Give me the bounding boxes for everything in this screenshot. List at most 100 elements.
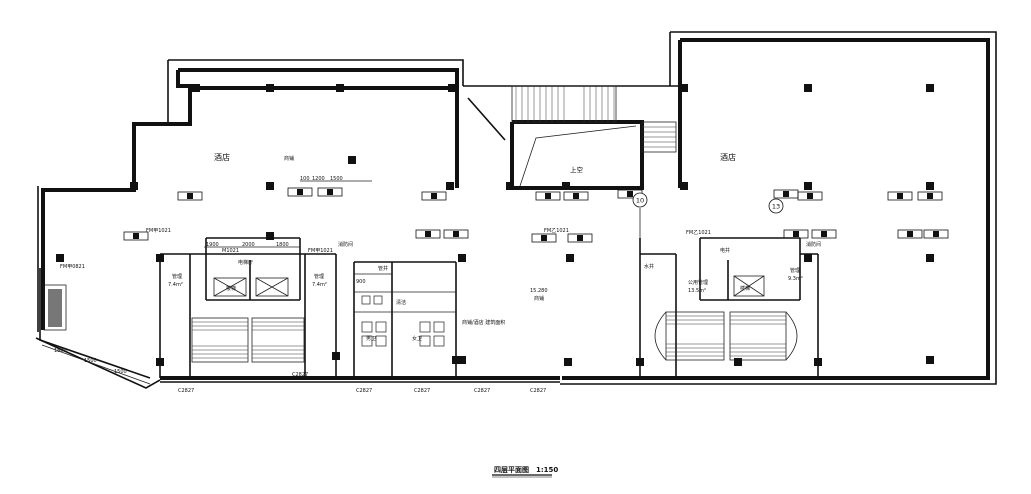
- stair-left-a: [191, 317, 249, 363]
- room-label-elec: 电井: [720, 247, 730, 254]
- room-area-public-mgmt: 13.5m²: [688, 288, 706, 294]
- window-tag-c2: C2827: [292, 372, 308, 378]
- room-area-mgmt-right: 9.3m²: [788, 276, 803, 282]
- room-label-public-mgmt: 公用管理: [688, 279, 708, 286]
- window-tag-c3: C2827: [356, 388, 372, 394]
- note-shop-area: 商铺/酒店 建筑面积: [462, 319, 505, 326]
- door-tag-m1: M1021: [222, 248, 239, 254]
- ac-unit-1: [287, 187, 313, 197]
- column-2: [266, 84, 274, 92]
- ac-unit-7: [773, 189, 799, 199]
- room-label-upper: 上空: [570, 165, 584, 174]
- ac-unit-11: [415, 229, 441, 239]
- dim-9: 1500: [84, 358, 97, 364]
- column-3: [336, 84, 344, 92]
- elevator-left: [213, 277, 289, 297]
- ac-unit-3: [421, 191, 447, 201]
- column-27: [266, 232, 274, 240]
- window-tag-c4: C2827: [414, 388, 430, 394]
- ac-unit-10: [917, 191, 943, 201]
- door-tag-fm3: FM乙1021: [544, 227, 569, 234]
- dim-1: 100: [300, 176, 310, 182]
- column-20: [804, 84, 812, 92]
- dim-4: 1900: [206, 242, 219, 248]
- ac-unit-19: [123, 231, 149, 241]
- column-19: [680, 182, 688, 190]
- ac-unit-5: [563, 191, 589, 201]
- ac-unit-9: [887, 191, 913, 201]
- dim-5: 2000: [242, 242, 255, 248]
- dim-7: 900: [356, 279, 366, 285]
- ac-unit-symbols: [123, 187, 949, 243]
- right-building-outline: [560, 31, 997, 385]
- ac-unit-14: [567, 233, 593, 243]
- column-32: [458, 356, 466, 364]
- room-label-mgmt-left2: 管理: [314, 273, 324, 280]
- column-18: [680, 84, 688, 92]
- window-tag-c6: C2827: [530, 388, 546, 394]
- connector-stair: [511, 85, 677, 153]
- ac-unit-16: [923, 229, 949, 239]
- column-8: [56, 254, 64, 262]
- room-label-fire-right: 消防间: [806, 241, 821, 248]
- door-tag-fm2: FM甲1021: [308, 248, 333, 254]
- stair-curve-right: [785, 311, 798, 361]
- column-4: [448, 84, 456, 92]
- dim-2: 1200: [312, 176, 325, 182]
- stair-right-a: [665, 311, 725, 361]
- column-30: [804, 254, 812, 262]
- axis-bubble-10: 10: [632, 192, 648, 238]
- ac-unit-13: [531, 233, 557, 243]
- column-24: [562, 182, 570, 190]
- elevator-right: [733, 275, 765, 297]
- structural-columns: [56, 84, 934, 366]
- dimension-strings: 100 1200 1500 1900 2000 1800 900 1500 15…: [41, 176, 392, 385]
- column-22: [926, 84, 934, 92]
- stair-left-b: [251, 317, 305, 363]
- stair-curve-left: [654, 311, 667, 361]
- room-label-shop-2: 商铺: [534, 295, 544, 302]
- column-7: [446, 182, 454, 190]
- room-label-hotel-left: 酒店: [214, 152, 230, 162]
- room-label-fire-left: 消防间: [338, 241, 353, 248]
- dim-6: 1800: [276, 242, 289, 248]
- left-building-outline: [35, 59, 560, 389]
- room-label-stair-a: 楼梯: [226, 285, 236, 292]
- column-14: [636, 358, 644, 366]
- room-label-hotel-right: 酒店: [720, 152, 736, 162]
- room-label-men: 男卫: [366, 336, 376, 342]
- column-31: [926, 254, 934, 262]
- door-tag-fm4: FM乙1021: [686, 229, 711, 236]
- interior-walls: [159, 237, 819, 378]
- column-15: [734, 358, 742, 366]
- column-28: [458, 254, 466, 262]
- elevation-mark: 15.280: [530, 288, 548, 294]
- column-26: [348, 156, 356, 164]
- column-10: [156, 358, 164, 366]
- stair-right-b: [729, 311, 787, 361]
- column-5: [130, 182, 138, 190]
- column-1: [192, 84, 200, 92]
- column-6: [266, 182, 274, 190]
- room-label-women: 女卫: [412, 335, 422, 342]
- room-label-clean: 清洁: [396, 299, 406, 306]
- door-tag-fm1: FM甲1021: [146, 228, 171, 234]
- ac-unit-15: [897, 229, 923, 239]
- column-12: [452, 356, 460, 364]
- toilet-fixtures: [361, 295, 445, 347]
- column-11: [332, 352, 340, 360]
- column-23: [926, 182, 934, 190]
- room-area-mgmt-left2: 7.4m²: [312, 282, 327, 288]
- window-tag-c1: C2827: [178, 388, 194, 394]
- ac-unit-18: [811, 229, 837, 239]
- drawing-scale: 1:150: [536, 466, 558, 474]
- axis-bubble-13: 13: [768, 198, 784, 214]
- room-label-mgmt-left: 管理: [172, 273, 182, 280]
- door-tag-fm5: FM甲0821: [60, 264, 85, 270]
- axis-label-10: 10: [636, 197, 644, 205]
- room-label-stair-b: 楼梯: [740, 285, 750, 292]
- ac-unit-20: [177, 191, 203, 201]
- ac-unit-4: [535, 191, 561, 201]
- dim-3: 1500: [330, 176, 343, 182]
